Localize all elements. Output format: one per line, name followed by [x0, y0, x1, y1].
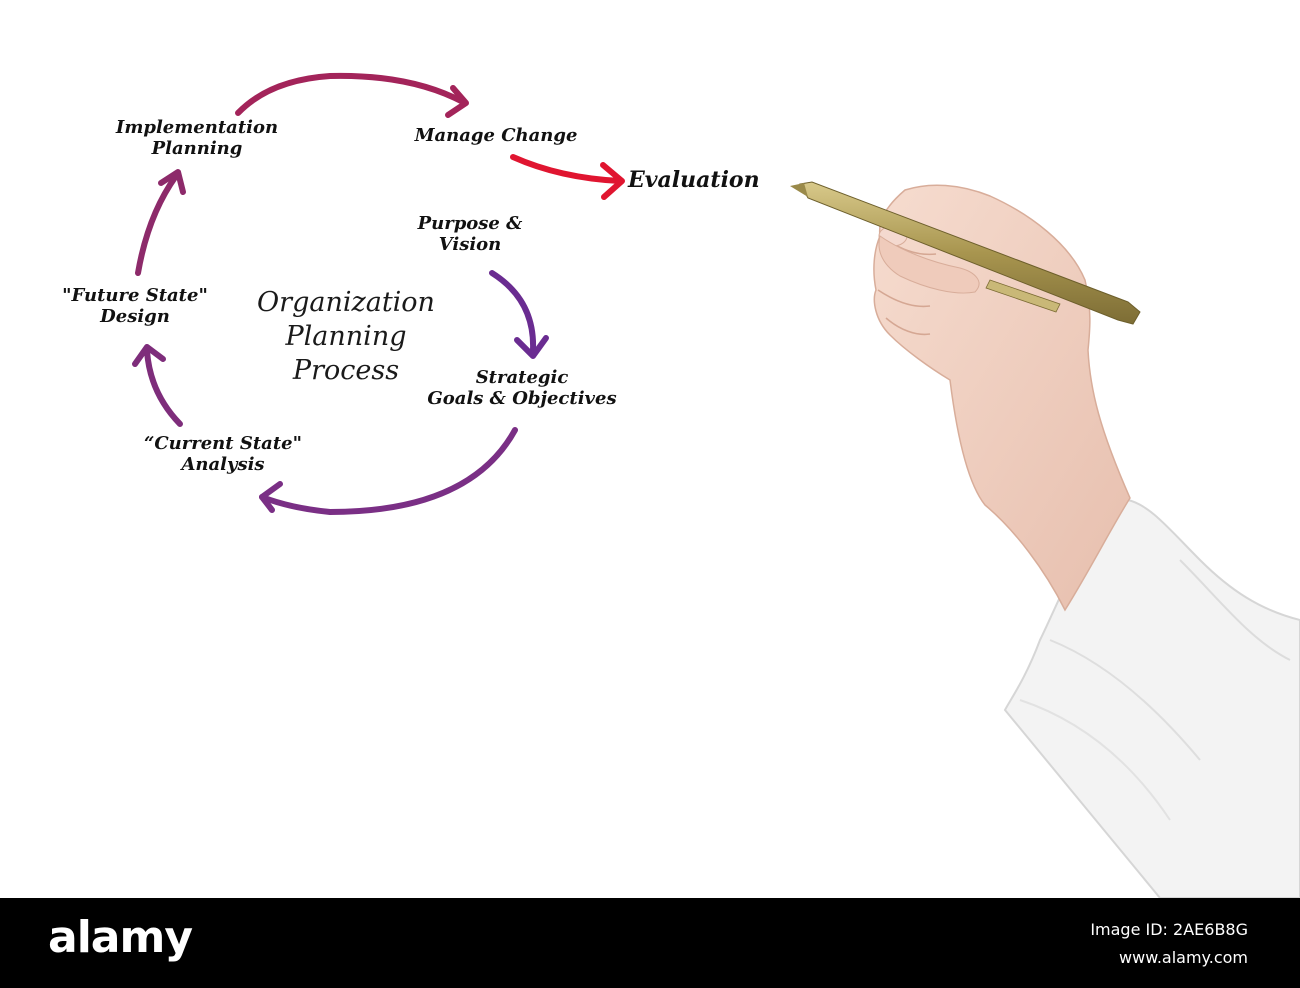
- step-strategic-goals: Strategic Goals & Objectives: [408, 367, 636, 409]
- site-url-text: www.alamy.com: [1119, 948, 1248, 967]
- step-purpose-line-1: Purpose &: [417, 213, 523, 234]
- arrow-current-to-future: [132, 344, 183, 427]
- step-future-line-2: Design: [100, 305, 170, 327]
- step-implementation-planning: Implementation Planning: [90, 117, 304, 159]
- diagram-canvas: Organization Planning Process Purpose & …: [40, 72, 1300, 898]
- watermark-bar: alamy Image ID: 2AE6B8G www.alamy.com: [0, 898, 1300, 988]
- arrow-implementation-to-manage: [235, 72, 469, 118]
- step-manage-change: Manage Change: [386, 125, 606, 147]
- step-implementation-line-1: Implementation: [115, 117, 279, 138]
- step-current-line-2: Analysis: [181, 453, 265, 475]
- arrow-purpose-to-strategic: [489, 270, 549, 359]
- step-future-line-1: "Future State": [62, 285, 208, 306]
- step-manage-line-1: Manage Change: [414, 125, 578, 146]
- step-implementation-line-2: Planning: [151, 137, 243, 159]
- center-title: Organization Planning Process: [228, 286, 464, 387]
- arrow-future-to-implementation: [135, 169, 186, 276]
- image-id-text: Image ID: 2AE6B8G: [1090, 920, 1248, 939]
- step-current-line-1: “Current State": [144, 433, 302, 454]
- arrow-manage-to-evaluation: [510, 154, 625, 200]
- hand: [873, 184, 1131, 612]
- center-title-line-2: Planning: [285, 320, 407, 352]
- step-current-state-analysis: “Current State" Analysis: [118, 433, 328, 475]
- step-future-state-design: "Future State" Design: [40, 285, 230, 327]
- brand-logo: alamy: [48, 912, 193, 963]
- step-purpose-line-2: Vision: [438, 233, 502, 255]
- center-title-line-3: Process: [292, 354, 400, 386]
- step-evaluation: Evaluation: [628, 167, 798, 193]
- step-strategic-line-1: Strategic: [475, 367, 569, 388]
- center-title-line-1: Organization: [257, 287, 435, 318]
- step-strategic-line-2: Goals & Objectives: [427, 387, 617, 409]
- pen: [790, 181, 1141, 325]
- arrow-strategic-to-current: [259, 427, 518, 515]
- step-evaluation-line-1: Evaluation: [628, 167, 760, 193]
- step-purpose-vision: Purpose & Vision: [400, 213, 540, 255]
- drawing-layer: [132, 72, 1300, 898]
